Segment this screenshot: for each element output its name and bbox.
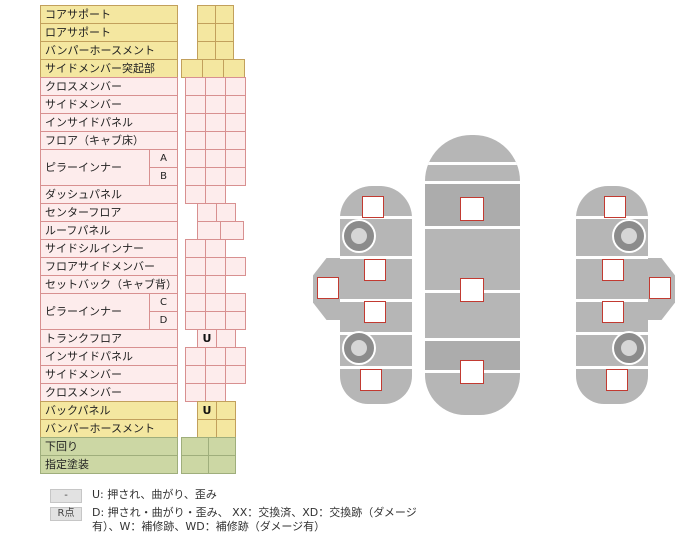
legend-badge: R点: [50, 507, 82, 521]
legend-entry: R点 D: 押され・曲がり・歪み、 XX：交換済、XD：交換跡（ダメージ有）、W…: [50, 506, 422, 534]
damage-checkbox[interactable]: [364, 259, 386, 281]
damage-checkbox[interactable]: [602, 259, 624, 281]
panel-divider: [340, 256, 412, 259]
damage-cell[interactable]: [220, 221, 244, 240]
legend-entry: - U: 押され、曲がり、歪み: [50, 488, 422, 503]
wheel-icon: [614, 221, 644, 251]
part-label: ピラーインナー: [40, 293, 150, 330]
part-label: インサイドパネル: [40, 113, 178, 132]
part-label: センターフロア: [40, 203, 178, 222]
panel-divider: [425, 181, 520, 184]
damage-checkbox[interactable]: [606, 369, 628, 391]
damage-cell[interactable]: [225, 365, 246, 384]
damage-checkbox[interactable]: [317, 277, 339, 299]
wheel-icon: [344, 221, 374, 251]
part-label: バンパーホースメント: [40, 41, 178, 60]
panel-divider: [425, 162, 520, 165]
damage-cell[interactable]: [225, 167, 246, 186]
panel-divider: [576, 256, 648, 259]
damage-checkbox[interactable]: [460, 360, 484, 384]
damage-checkbox[interactable]: [602, 301, 624, 323]
part-label: フロア（キャブ床）: [40, 131, 178, 150]
panel-divider: [576, 299, 648, 302]
panel-divider: [340, 366, 412, 369]
panel-divider: [576, 332, 648, 335]
panel-divider: [340, 332, 412, 335]
damage-checkbox[interactable]: [604, 196, 626, 218]
part-label: ルーフパネル: [40, 221, 178, 240]
damage-checkbox[interactable]: [460, 278, 484, 302]
panel-divider: [425, 226, 520, 229]
damage-checkbox[interactable]: [364, 301, 386, 323]
left-side-view: [340, 186, 412, 404]
part-label: サイドメンバー突起部: [40, 59, 178, 78]
part-label: バックパネル: [40, 401, 178, 420]
damage-cell[interactable]: [208, 455, 236, 474]
damage-checkbox[interactable]: [360, 369, 382, 391]
legend-text: U: 押され、曲がり、歪み: [92, 488, 217, 501]
legend-text: D: 押され・曲がり・歪み、 XX：交換済、XD：交換跡（ダメージ有）、W：補修…: [92, 506, 417, 533]
wheel-icon: [614, 333, 644, 363]
right-side-view: [576, 186, 648, 404]
legend-badge: -: [50, 489, 82, 503]
legend: - U: 押され、曲がり、歪み R点 D: 押され・曲がり・歪み、 XX：交換済…: [50, 488, 422, 537]
part-label: 指定塗装: [40, 455, 178, 474]
damage-cell[interactable]: [225, 257, 246, 276]
part-label: ピラーインナー: [40, 149, 150, 186]
panel-divider: [340, 299, 412, 302]
damage-checkbox[interactable]: [649, 277, 671, 299]
damage-checkbox[interactable]: [460, 197, 484, 221]
panel-divider: [576, 366, 648, 369]
part-label: ロアサポート: [40, 23, 178, 42]
wheel-icon: [344, 333, 374, 363]
damage-checkbox[interactable]: [362, 196, 384, 218]
panel-divider: [425, 338, 520, 341]
